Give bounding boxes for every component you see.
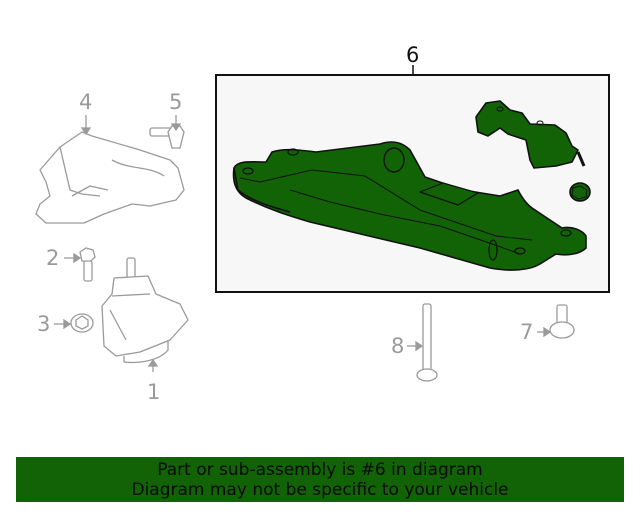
part-5-bolt[interactable] (149, 125, 185, 149)
callout-3[interactable]: 3 (37, 312, 51, 336)
part-2-bolt[interactable] (79, 247, 96, 282)
part-8-long-bolt[interactable] (416, 303, 438, 382)
part-7-bolt[interactable] (549, 304, 575, 339)
callout-6[interactable]: 6 (406, 43, 420, 67)
leader-arrows (54, 115, 552, 372)
callout-7[interactable]: 7 (520, 320, 534, 344)
part-4-heat-shield[interactable] (35, 131, 185, 224)
callout-8[interactable]: 8 (391, 334, 405, 358)
callout-5[interactable]: 5 (169, 90, 183, 114)
bracket-drawing (475, 100, 591, 202)
callout-2[interactable]: 2 (46, 246, 60, 270)
info-banner: Part or sub-assembly is #6 in diagram Di… (16, 457, 624, 502)
part-1-engine-mount[interactable] (101, 257, 189, 364)
banner-line-1: Part or sub-assembly is #6 in diagram (157, 460, 483, 480)
callout-4[interactable]: 4 (79, 90, 93, 114)
part-3-nut[interactable] (70, 313, 94, 333)
banner-line-2: Diagram may not be specific to your vehi… (131, 480, 509, 500)
callout-1[interactable]: 1 (147, 380, 161, 404)
crossmember-drawing (232, 141, 587, 271)
